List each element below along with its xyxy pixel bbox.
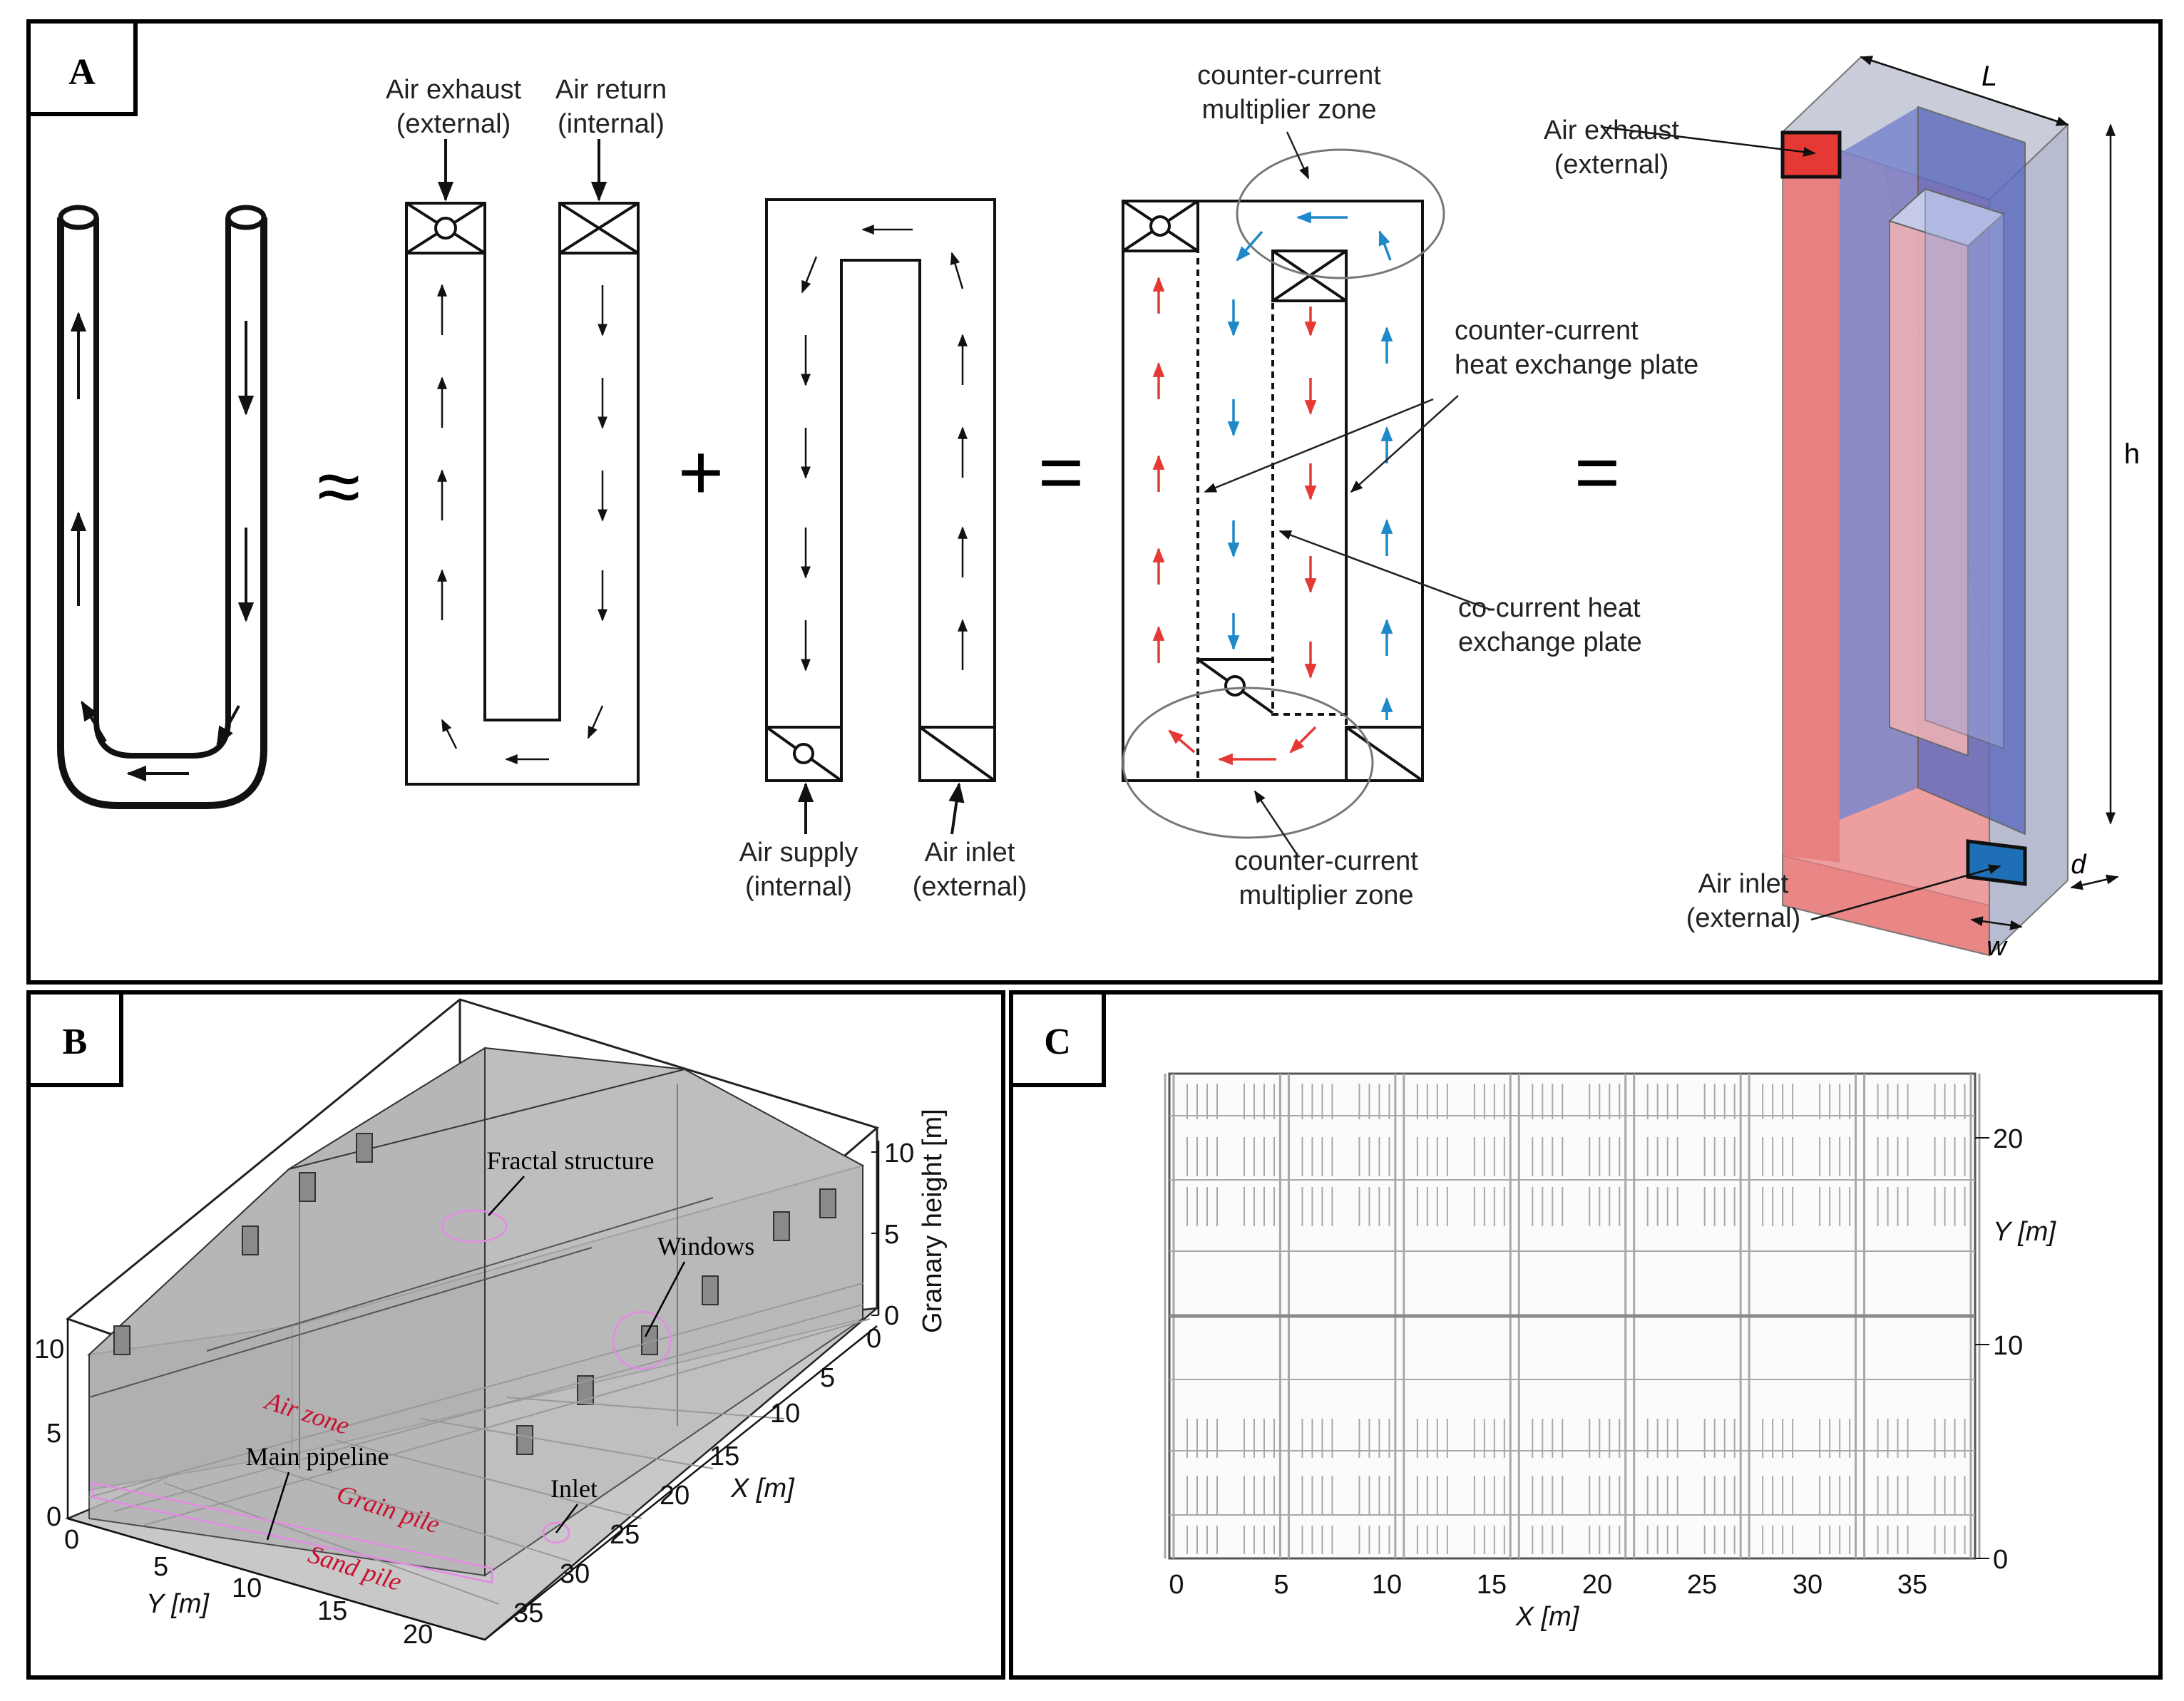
fig4-plate-line1: counter-current bbox=[1455, 316, 1639, 346]
b-y-tick-15: 15 bbox=[317, 1596, 347, 1626]
b-z-tick-0: 0 bbox=[884, 1301, 899, 1331]
b-x-tick-20: 20 bbox=[660, 1481, 689, 1511]
b-y-tick-0: 0 bbox=[64, 1525, 79, 1555]
equals-symbol-2: = bbox=[1574, 428, 1620, 516]
b-left-tick-5: 5 bbox=[46, 1419, 61, 1449]
panel-a: A ≈ bbox=[26, 19, 2163, 985]
panel-a-letter: A bbox=[68, 52, 96, 93]
b-y-axis: 0 5 10 15 20 Y [m] bbox=[64, 1517, 486, 1650]
c-x-tick-35: 35 bbox=[1897, 1570, 1927, 1600]
b-z-tick-10: 10 bbox=[884, 1139, 914, 1168]
fig2-exhaust-line2: (external) bbox=[396, 109, 511, 139]
b-x-tick-0: 0 bbox=[866, 1324, 881, 1354]
fig5-dim-L: L bbox=[1982, 61, 1997, 92]
inverted-u-duct-drawing bbox=[765, 198, 996, 835]
fig4-cocurrent-line2: exchange plate bbox=[1458, 627, 1642, 657]
panel-b-letter: B bbox=[63, 1022, 88, 1062]
c-x-tick-20: 20 bbox=[1582, 1570, 1612, 1600]
approx-symbol: ≈ bbox=[317, 443, 360, 530]
b-x-axis-label: X [m] bbox=[730, 1474, 795, 1504]
granary-3d-model bbox=[65, 998, 880, 1641]
panel-c: C 0 10 20 Y [m] 0 5 10 15 20 25 30 35 X … bbox=[1009, 990, 2163, 1680]
fig5-dim-h: h bbox=[2124, 438, 2140, 470]
c-y-axis-label: Y [m] bbox=[1993, 1217, 2056, 1247]
fig4-zone-bottom-line2: multiplier zone bbox=[1239, 880, 1414, 910]
panel-c-letter: C bbox=[1044, 1022, 1071, 1062]
c-x-axis: 0 5 10 15 20 25 30 35 X [m] bbox=[1169, 1570, 1927, 1632]
c-x-tick-10: 10 bbox=[1372, 1570, 1402, 1600]
u-tube-drawing bbox=[57, 205, 267, 809]
c-y-tick-20: 20 bbox=[1993, 1124, 2023, 1154]
panel-a-letter-box bbox=[26, 19, 138, 116]
b-x-tick-30: 30 bbox=[560, 1559, 590, 1589]
c-x-tick-30: 30 bbox=[1793, 1570, 1822, 1600]
fig5-inlet-line2: (external) bbox=[1686, 903, 1801, 933]
c-x-axis-label: X [m] bbox=[1515, 1602, 1580, 1632]
b-y-tick-10: 10 bbox=[232, 1573, 262, 1603]
c-x-tick-15: 15 bbox=[1477, 1570, 1507, 1600]
b-y-axis-label: Y [m] bbox=[146, 1589, 210, 1619]
fig4-zone-top-line1: counter-current bbox=[1197, 61, 1381, 91]
annotation-windows: Windows bbox=[657, 1232, 755, 1260]
fig3-inlet-line2: (external) bbox=[913, 872, 1027, 902]
c-plan-view bbox=[1164, 1072, 1981, 1560]
annotation-fractal-structure: Fractal structure bbox=[487, 1146, 655, 1175]
equals-symbol-1: = bbox=[1038, 428, 1084, 516]
b-height-axis: 10 5 0 Granary height [m] bbox=[871, 1109, 948, 1333]
combined-exchanger-drawing bbox=[1122, 131, 1491, 856]
b-z-tick-5: 5 bbox=[884, 1220, 899, 1250]
fig3-supply-line2: (internal) bbox=[745, 872, 852, 902]
c-y-tick-0: 0 bbox=[1993, 1545, 2008, 1575]
b-y-tick-5: 5 bbox=[153, 1552, 168, 1582]
annotation-main-pipeline: Main pipeline bbox=[246, 1442, 389, 1471]
b-x-tick-35: 35 bbox=[513, 1598, 543, 1628]
fig3-inlet-line1: Air inlet bbox=[925, 838, 1015, 868]
b-x-tick-10: 10 bbox=[770, 1399, 800, 1429]
fig5-dim-d: d bbox=[2071, 850, 2087, 880]
b-left-tick-0: 0 bbox=[46, 1502, 61, 1532]
c-x-tick-5: 5 bbox=[1273, 1570, 1288, 1600]
fig4-zone-bottom-line1: counter-current bbox=[1234, 846, 1418, 876]
fig5-exhaust-line1: Air exhaust bbox=[1544, 115, 1680, 145]
fig2-return-line1: Air return bbox=[555, 75, 667, 105]
b-z-axis-label: Granary height [m] bbox=[918, 1109, 948, 1333]
b-x-axis: 0 5 10 15 20 25 30 35 X [m] bbox=[484, 1324, 881, 1640]
b-x-tick-15: 15 bbox=[709, 1442, 739, 1471]
u-duct-drawing bbox=[405, 139, 640, 786]
fig3-supply-line1: Air supply bbox=[739, 838, 858, 868]
fig2-return-line2: (internal) bbox=[558, 109, 665, 139]
b-left-height-axis: 10 5 0 bbox=[34, 1319, 69, 1532]
fig4-plate-line2: heat exchange plate bbox=[1455, 350, 1698, 380]
fig2-exhaust-line1: Air exhaust bbox=[386, 75, 522, 105]
b-x-tick-25: 25 bbox=[610, 1520, 640, 1550]
c-x-tick-0: 0 bbox=[1169, 1570, 1184, 1600]
b-left-tick-10: 10 bbox=[34, 1335, 64, 1365]
b-x-tick-5: 5 bbox=[820, 1363, 835, 1393]
plus-symbol: + bbox=[678, 428, 724, 516]
c-y-tick-10: 10 bbox=[1993, 1331, 2023, 1361]
panel-b: B bbox=[26, 990, 1005, 1680]
fig5-dim-w: w bbox=[1986, 932, 2008, 962]
c-x-tick-25: 25 bbox=[1687, 1570, 1717, 1600]
c-y-axis: 0 10 20 Y [m] bbox=[1975, 1124, 2056, 1575]
fig4-cocurrent-line1: co-current heat bbox=[1458, 593, 1641, 623]
panel-b-letter-box bbox=[26, 990, 123, 1087]
fig4-zone-top-line2: multiplier zone bbox=[1202, 95, 1377, 125]
3d-exchanger-drawing bbox=[1600, 56, 2119, 957]
fig5-exhaust-line2: (external) bbox=[1554, 150, 1669, 180]
panel-c-letter-box bbox=[1009, 990, 1106, 1087]
b-y-tick-20: 20 bbox=[403, 1620, 433, 1650]
fig5-inlet-line1: Air inlet bbox=[1698, 869, 1789, 899]
annotation-inlet: Inlet bbox=[550, 1474, 598, 1503]
